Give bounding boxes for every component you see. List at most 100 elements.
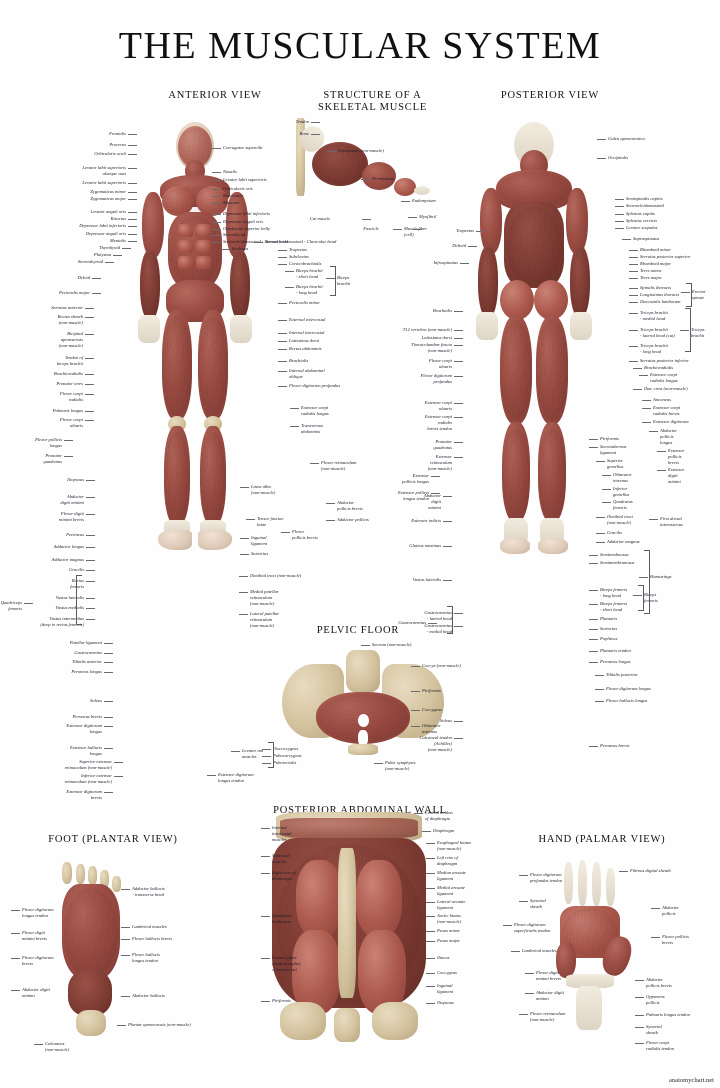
abdominal-wall-label-16: Right crus of diaphragm (272, 870, 296, 881)
leader-line (11, 910, 20, 911)
foot-label-8: Abductor digiti minimi (22, 987, 50, 998)
anterior-left-label-28: Iliopsoas (67, 477, 84, 482)
anterior-right-label-1: Nasalis (223, 169, 237, 174)
foot-label-10: Calcaneus (non-muscle) (45, 1041, 70, 1052)
anterior-right-label-15: Coracobrachialis (289, 261, 322, 266)
leader-line (629, 288, 638, 289)
abdominal-wall-label-11: Coccygeus (437, 970, 457, 975)
posterior-right-label-0: Galea aponeurotica (608, 136, 645, 141)
leader-line (629, 264, 638, 265)
leader-line (212, 203, 221, 204)
anterior-left-label-44: Soleus (90, 698, 102, 703)
leader-line (64, 440, 73, 441)
hand-label-11: Flexor retinaculum (non-muscle) (530, 1011, 566, 1022)
abdominal-wall-label-18: Levator plate (median raphe) of levator … (272, 955, 301, 972)
anterior-left-label-17: Serratus anterior (51, 305, 83, 310)
posterior-left-label-20: Gastrocnemius - lateral head (424, 610, 452, 621)
posterior-left-label-12: Extensor retinaculum (non-muscle) (427, 454, 452, 471)
hand-label-7: Flexor digiti minimi brevis (536, 970, 561, 981)
leader-line (85, 358, 94, 359)
leader-line (221, 249, 230, 250)
anterior-left-label-29: Abductor digiti minimi (60, 494, 84, 505)
leader-line (426, 931, 435, 932)
anterior-left-label-31: Pectineus (66, 532, 84, 537)
leader-line (525, 993, 534, 994)
section-title-skeletal-muscle: STRUCTURE OF A SKELETAL MUSCLE (317, 90, 428, 114)
leader-line (128, 226, 137, 227)
pelvic-floor-label-4: Obturator internus (422, 723, 441, 734)
anterior-left-label-14: Sternothyroid (77, 259, 103, 264)
leader-line (615, 221, 624, 222)
leader-line (104, 653, 113, 654)
posterior-right-label-51: Peroneus longus (600, 659, 631, 664)
anterior-right-label-20: External intercostal (289, 317, 326, 322)
leader-line (278, 371, 287, 372)
leader-line (443, 546, 452, 547)
anterior-right-label-24: Brachialis (289, 358, 309, 363)
posterior-left-label-0: Trapezius (456, 228, 474, 233)
leader-line (426, 973, 435, 974)
posterior-right-label-26: Extensor carpi radialis brevis (653, 405, 681, 416)
leader-line (454, 417, 463, 418)
leader-line (443, 580, 452, 581)
leader-line (278, 349, 287, 350)
leader-line (326, 278, 335, 279)
anterior-right-label-8: Omohyoid, superior belly (223, 226, 271, 231)
foot-label-7: Abductor hallucis (132, 993, 165, 998)
posterior-right-label-15: Iliocostalis lumborum (640, 299, 681, 304)
leader-line (635, 997, 644, 998)
leader-line (254, 242, 263, 243)
leader-line (374, 763, 383, 764)
leader-line (657, 470, 666, 471)
leader-line (207, 775, 216, 776)
anterior-right-label-2: Levator labii superioris (223, 177, 267, 182)
leader-line (361, 179, 370, 180)
anterior-left-label-47: Extensor hallucis longus (69, 745, 102, 756)
leader-line (680, 330, 689, 331)
leader-line (85, 420, 94, 421)
leader-line (426, 1003, 435, 1004)
leader-line (454, 345, 463, 346)
bracket-gastrocnemius (447, 606, 453, 634)
section-title-posterior: POSTERIOR VIEW (500, 90, 600, 101)
leader-line (615, 228, 624, 229)
skeletal-muscle-label-0: Tendon (295, 119, 309, 124)
posterior-right-label-36: Inferior gemellus (613, 486, 630, 497)
leader-line (639, 577, 648, 578)
leader-line (212, 229, 221, 230)
posterior-right-label-2: Semispinalis capitis (626, 196, 663, 201)
leader-line (86, 581, 95, 582)
anterior-right-label-12: Sternocleidomastoid - Clavicular head (265, 239, 337, 244)
skeletal-muscle-label-7: Cut muscle (309, 216, 331, 221)
bracket-levator-ani (268, 742, 274, 768)
leader-line (212, 148, 221, 149)
posterior-left-label-19: Gastrocnemius (398, 620, 426, 625)
anterior-right-label-4: Buccinator (223, 193, 244, 198)
leader-line (525, 973, 534, 974)
foot-label-4: Flexor digiti minimi brevis (22, 930, 47, 941)
leader-line (615, 206, 624, 207)
leader-line (629, 278, 638, 279)
leader-line (261, 873, 270, 874)
posterior-right-label-41: Semitendinosus (600, 552, 629, 557)
leader-line (128, 241, 137, 242)
posterior-left-label-2: Infraspinatus (433, 260, 458, 265)
leader-line (104, 726, 113, 727)
posterior-right-label-47: Plantaris (600, 616, 618, 621)
leader-line (589, 619, 598, 620)
posterior-right-label-30: Extensor digiti minimi (668, 467, 685, 484)
anterior-left-label-3: Levator labii superioris alaeque nasi (82, 165, 126, 176)
leader-line (426, 916, 435, 917)
leader-line (240, 554, 249, 555)
anterior-right-label-38: Medial patellar retinaculum (non-muscle) (250, 589, 279, 606)
anterior-right-label-33: Linea alba (non-muscle) (251, 484, 276, 495)
posterior-right-label-52: Tibialis posterior (606, 672, 638, 677)
foot-label-5: Flexor hallucis longus tendon (132, 952, 160, 963)
leader-line (239, 576, 248, 577)
anterior-left-label-9: Depressor labii inferioris (79, 223, 126, 228)
leader-line (503, 925, 512, 926)
anterior-right-label-16: Biceps brachii - short head (296, 268, 323, 279)
skeletal-muscle-label-6: Muscle fiber (cell) (404, 226, 428, 237)
leader-line (589, 662, 598, 663)
leader-line (443, 496, 452, 497)
